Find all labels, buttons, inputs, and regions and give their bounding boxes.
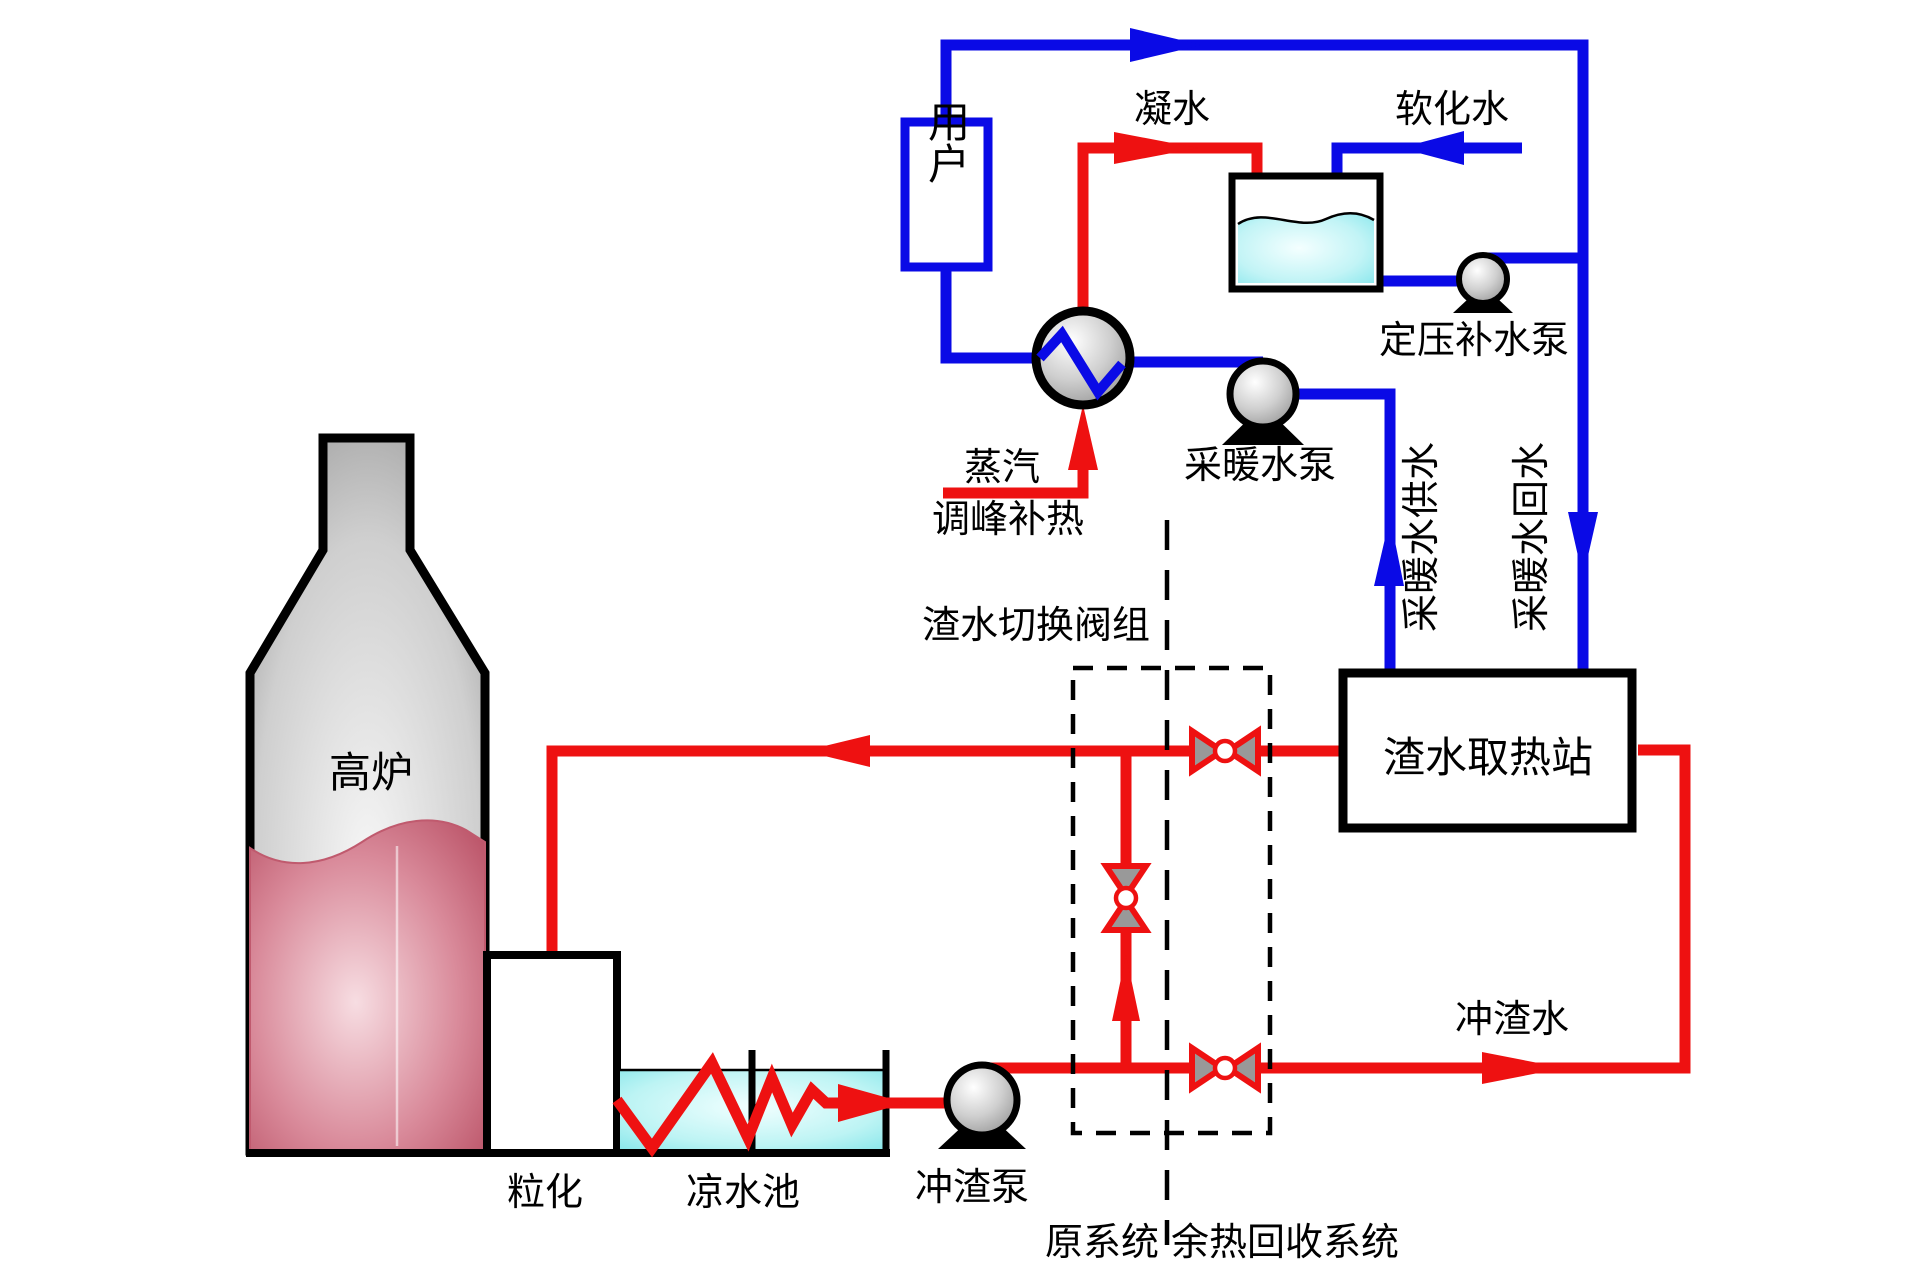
- pipe-station-to-granulation: [546, 745, 1343, 951]
- heat-station-label: 渣水取热站: [1383, 733, 1593, 782]
- steam-label: 蒸汽: [964, 445, 1040, 489]
- flow-arrow-supply-up: [1374, 517, 1404, 586]
- makeup-pump: [1453, 252, 1513, 313]
- user-label: 用户: [922, 100, 971, 184]
- makeup-water-tank: [1228, 172, 1384, 293]
- flow-arrow-left-to-granulation: [804, 735, 870, 767]
- valve-lower-horizontal: [1189, 1042, 1261, 1094]
- valve-group-label: 渣水切换阀组: [922, 603, 1150, 647]
- slag-pump: [938, 1061, 1026, 1149]
- blast-furnace-label: 高炉: [329, 748, 413, 797]
- granulation-unit: [483, 951, 621, 1157]
- user-box: 用户: [900, 100, 993, 272]
- slag-water-pipes: [546, 132, 1691, 1158]
- flow-arrow-condensate-right: [1114, 132, 1198, 164]
- tank-water: [1238, 213, 1374, 283]
- original-system-label: 原系统: [1045, 1220, 1159, 1264]
- flow-arrow-bypass-up: [1112, 955, 1140, 1021]
- flow-arrow-slag-water-right: [1482, 1052, 1564, 1084]
- condensate-label: 凝水: [1134, 87, 1210, 131]
- pipe-user-supply: [940, 267, 1038, 364]
- cooling-pool-label: 凉水池: [686, 1170, 800, 1214]
- valve-upper-horizontal: [1189, 725, 1261, 777]
- makeup-pump-label: 定压补水泵: [1379, 318, 1569, 362]
- recovery-system-label: 余热回收系统: [1171, 1220, 1399, 1264]
- heat-exchanger: [1031, 306, 1135, 410]
- peak-shaving-label: 调峰补热: [932, 497, 1084, 541]
- pipe-user-return-top: [940, 39, 1589, 670]
- heating-pump-label: 采暖水泵: [1184, 443, 1336, 487]
- heating-water-pump: [1222, 357, 1304, 445]
- blast-furnace-melt: [249, 819, 486, 1152]
- slag-pump-label: 冲渣泵: [915, 1165, 1029, 1209]
- flow-arrow-return-down: [1568, 512, 1598, 578]
- flow-arrow-pool-right: [838, 1084, 906, 1122]
- heat-station-box: 渣水取热站: [1338, 668, 1637, 833]
- flow-arrow-steam-up: [1068, 405, 1098, 470]
- valve-bypass-vertical: [1100, 863, 1152, 933]
- softened-water-label: 软化水: [1395, 87, 1509, 131]
- pipe-pool-zigzag: [612, 1052, 960, 1158]
- granulation-box: [483, 951, 621, 1157]
- pipe-pump-to-station: [982, 744, 1691, 1074]
- flow-arrow-softened-left: [1400, 131, 1464, 165]
- flow-arrow-top-right: [1130, 28, 1202, 62]
- tank-water-surface: [1237, 212, 1375, 226]
- heating-return-label: 采暖水回水: [1509, 442, 1553, 632]
- valve-group-dashed-box: [1070, 665, 1273, 1136]
- slag-water-label: 冲渣水: [1455, 997, 1569, 1041]
- heating-supply-label: 采暖水供水: [1399, 442, 1443, 632]
- blast-furnace: 高炉: [245, 433, 490, 1156]
- granulation-label: 粒化: [507, 1170, 583, 1214]
